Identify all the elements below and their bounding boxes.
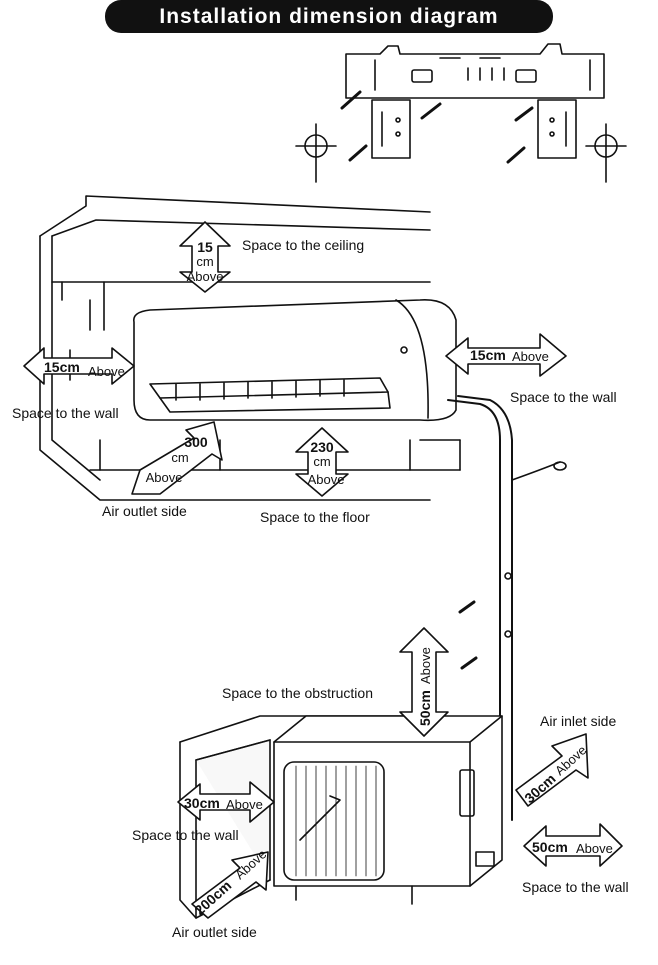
ceiling-arrow [179, 221, 231, 293]
outdoor-left-wall-value: 30cm [184, 795, 220, 811]
left-wall-qualifier: Above [88, 364, 125, 379]
obstruction-value: 50cm [417, 690, 433, 726]
outlet-qualifier: Above [146, 470, 183, 485]
ceiling-label: Space to the ceiling [242, 237, 364, 253]
floor-value: 230 [310, 439, 334, 455]
air-inlet-arrow [515, 733, 589, 807]
right-wall-qualifier: Above [512, 349, 549, 364]
floor-label: Space to the floor [260, 509, 370, 525]
outdoor-unit [273, 715, 503, 905]
outdoor-right-wall-value: 50cm [532, 839, 568, 855]
ceiling-unit: cm [196, 254, 213, 269]
floor-unit: cm [313, 454, 330, 469]
right-wall-label: Space to the wall [510, 389, 617, 405]
air-outlet-arrow [131, 421, 223, 495]
outdoor-outlet-label: Air outlet side [172, 924, 257, 940]
diagram-title: Installation dimension diagram [105, 0, 553, 33]
obstruction-label: Space to the obstruction [222, 685, 373, 701]
floor-arrow [295, 427, 349, 497]
outdoor-right-wall-label: Space to the wall [522, 879, 629, 895]
obstruction-qualifier: Above [418, 647, 433, 684]
outdoor-right-wall-qualifier: Above [576, 841, 613, 856]
indoor-unit [133, 299, 457, 422]
outlet-unit: cm [171, 450, 188, 465]
inlet-label: Air inlet side [540, 713, 616, 729]
indoor-room [39, 195, 461, 501]
left-wall-arrow [23, 347, 135, 385]
floor-qualifier: Above [308, 472, 345, 487]
outdoor-left-wall-qualifier: Above [226, 797, 263, 812]
ceiling-value: 15 [197, 239, 213, 255]
outlet-label: Air outlet side [102, 503, 187, 519]
left-wall-label: Space to the wall [12, 405, 119, 421]
outdoor-left-wall-label: Space to the wall [132, 827, 239, 843]
outdoor-right-wall-arrow [523, 823, 623, 867]
left-wall-value: 15cm [44, 359, 80, 375]
outlet-value: 300 [184, 434, 208, 450]
right-wall-arrow [445, 333, 567, 377]
right-wall-value: 15cm [470, 347, 506, 363]
mounting-plate [295, 43, 627, 183]
obstruction-arrow [399, 627, 449, 737]
outdoor-left-wall-arrow [177, 781, 275, 823]
outdoor-outlet-arrow [191, 851, 269, 919]
ceiling-qualifier: Above [187, 269, 224, 284]
